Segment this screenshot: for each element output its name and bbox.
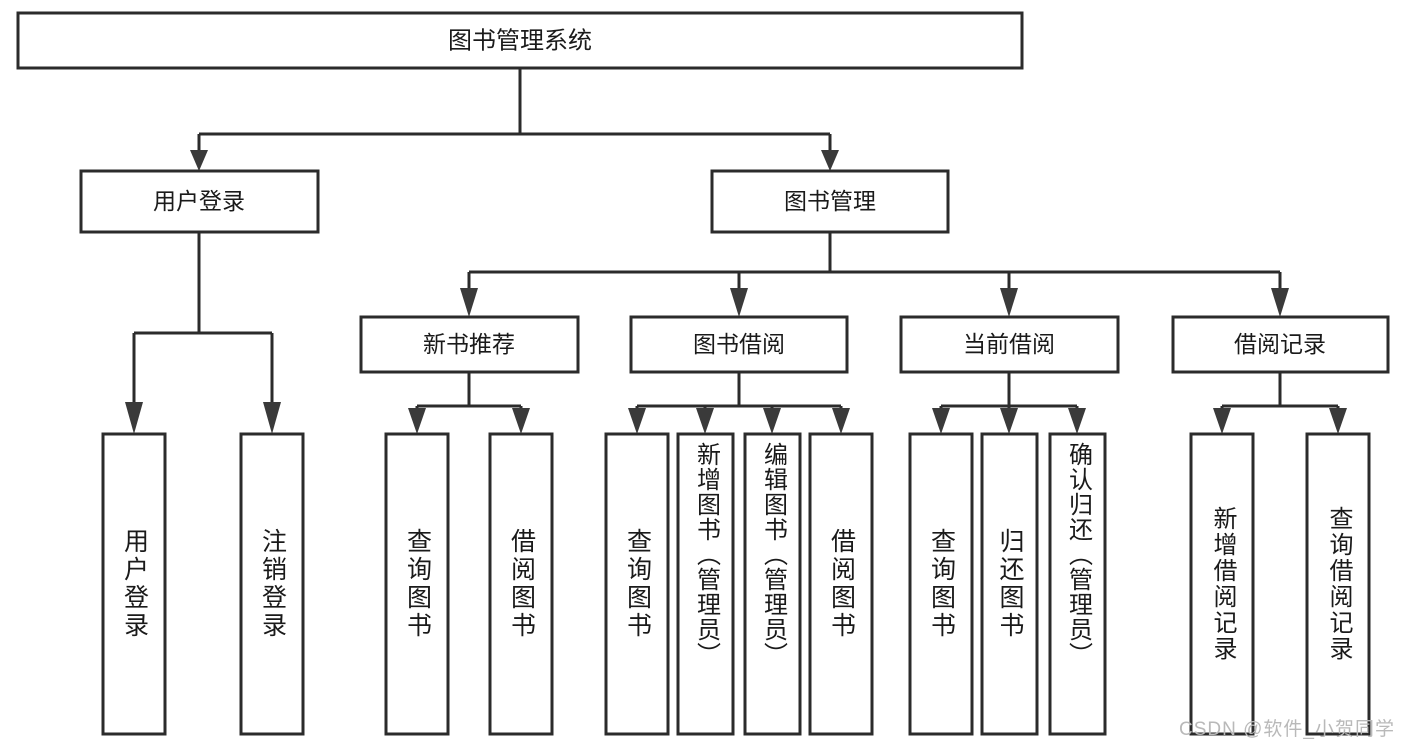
book-manage-label: 图书管理 [784,188,876,214]
book-borrow-box[interactable] [629,315,849,374]
arrow-icon-to-book-manage [821,150,839,171]
leaf-box-cb-2[interactable] [980,432,1039,736]
arrow-icon-bb-leaf-3 [763,408,781,434]
node-current-borrow[interactable]: 当前借阅 [899,315,1120,374]
node-root[interactable]: 图书管理系统 [16,11,1024,70]
arrow-icon-br-leaf-2 [1329,408,1347,434]
leaf-box-user-login-2[interactable] [239,432,305,736]
arrow-icon-leaf-user-login-1 [125,402,143,434]
leaf-box-user-login-1[interactable] [101,432,167,736]
node-book-manage[interactable]: 图书管理 [710,169,950,234]
new-book-recommend-box[interactable] [359,315,580,374]
arrow-icon-bb-leaf-4 [832,408,850,434]
leaf-box-nbr-1[interactable] [384,432,450,736]
leaf-box-cb-3[interactable] [1048,432,1107,736]
arrow-icon-nbr-leaf-1 [408,408,426,434]
leaf-box-br-2[interactable] [1305,432,1371,736]
arrow-icon-to-new-book [460,288,478,317]
root-box[interactable] [16,11,1024,70]
borrow-record-label: 借阅记录 [1234,331,1326,357]
leaf-box-cb-1[interactable] [908,432,974,736]
arrow-icon-to-user-login [190,150,208,171]
book-borrow-label: 图书借阅 [693,331,785,357]
arrow-icon-cb-leaf-3 [1068,408,1086,434]
leaf-box-nbr-2[interactable] [488,432,554,736]
leaf-box-bb-2[interactable] [676,432,735,736]
arrow-icon-bb-leaf-1 [628,408,646,434]
arrow-icon-cb-leaf-2 [1000,408,1018,434]
borrow-record-box[interactable] [1171,315,1390,374]
user-login-label: 用户登录 [153,188,245,214]
arrow-icon-to-current-borrow [1000,288,1018,317]
current-borrow-label: 当前借阅 [963,331,1055,357]
leaf-box-bb-3[interactable] [743,432,802,736]
node-new-book-recommend[interactable]: 新书推荐 [359,315,580,374]
node-borrow-record[interactable]: 借阅记录 [1171,315,1390,374]
node-book-borrow[interactable]: 图书借阅 [629,315,849,374]
node-user-login[interactable]: 用户登录 [79,169,320,234]
leaf-box-bb-1[interactable] [604,432,670,736]
current-borrow-box[interactable] [899,315,1120,374]
arrow-icon-br-leaf-1 [1213,408,1231,434]
new-book-recommend-label: 新书推荐 [423,331,515,357]
arrow-icon-nbr-leaf-2 [512,408,530,434]
leaf-box-br-1[interactable] [1189,432,1255,736]
arrow-icon-leaf-user-login-2 [263,402,281,434]
csdn-watermark: CSDN @软件_小贺同学 [1179,719,1395,740]
book-manage-box[interactable] [710,169,950,234]
root-label: 图书管理系统 [448,27,592,54]
arrow-icon-cb-leaf-1 [932,408,950,434]
arrow-icon-bb-leaf-2 [696,408,714,434]
leaf-box-bb-4[interactable] [808,432,874,736]
arrow-icon-to-book-borrow [730,288,748,317]
arrow-icon-to-borrow-record [1271,288,1289,317]
